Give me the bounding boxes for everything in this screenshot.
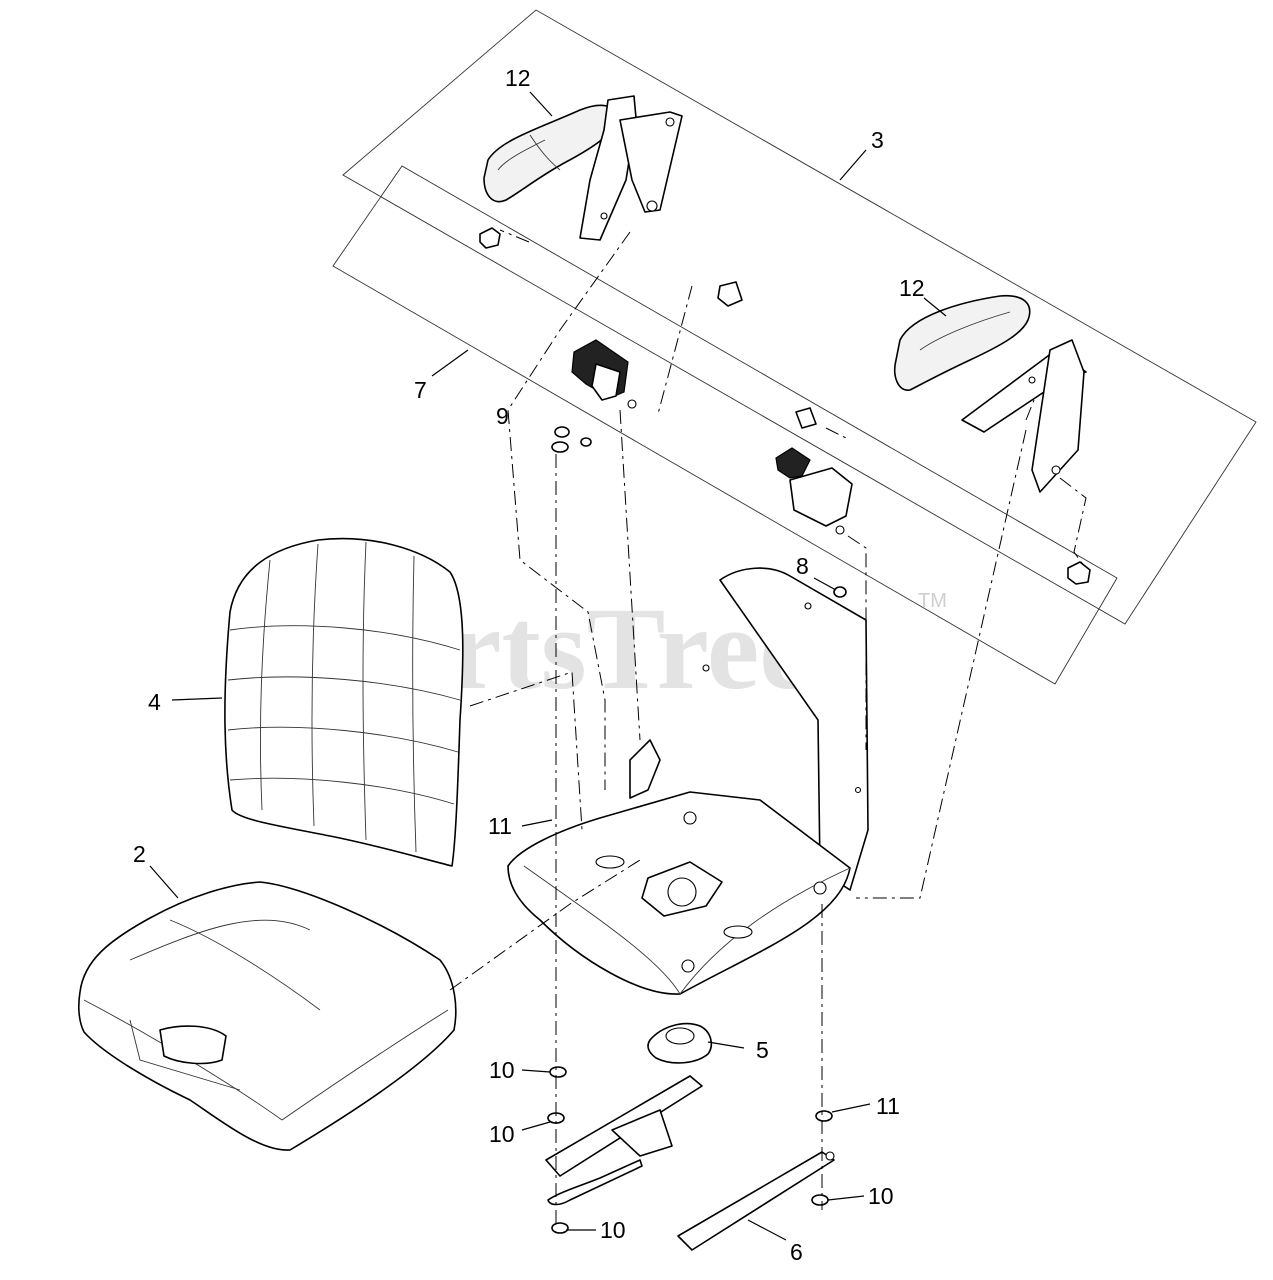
callout-12: 12 <box>899 275 925 301</box>
callout-3: 3 <box>871 127 884 153</box>
callout-11: 11 <box>876 1093 900 1119</box>
callout-10: 10 <box>489 1121 515 1147</box>
callout-5: 5 <box>756 1037 769 1063</box>
seat-belt-buckle-right <box>775 447 853 535</box>
watermark-trademark: TM <box>918 590 947 612</box>
callout-11: 11 <box>488 813 512 839</box>
callout-12: 12 <box>505 65 531 91</box>
callout-10: 10 <box>868 1183 894 1209</box>
callout-10: 10 <box>600 1217 626 1243</box>
callouts: 12 3 12 7 8 4 9 11 2 5 10 11 10 10 10 6 <box>133 65 925 1265</box>
callout-4: 4 <box>148 689 161 715</box>
pivot-swivel <box>647 1022 713 1064</box>
callout-7: 7 <box>414 377 427 403</box>
seat-belt-buckle-left <box>571 281 817 429</box>
callout-10: 10 <box>489 1057 515 1083</box>
slide-rail-left <box>545 1075 703 1206</box>
callout-9: 9 <box>496 403 509 429</box>
armrest-kit-outline <box>342 9 1257 625</box>
callout-2: 2 <box>133 841 146 867</box>
armrest-left <box>479 95 683 249</box>
seat-cushion <box>78 881 457 1151</box>
back-cushion <box>224 537 464 867</box>
armrest-right <box>894 295 1091 585</box>
assembly-lines <box>449 229 1087 1228</box>
callout-8: 8 <box>796 553 809 579</box>
callout-6: 6 <box>790 1239 803 1265</box>
leader-lines <box>149 91 947 1241</box>
seat-pan <box>507 567 869 995</box>
seat-belt-kit-outline <box>332 165 1118 685</box>
slide-rail-right <box>677 1151 835 1251</box>
